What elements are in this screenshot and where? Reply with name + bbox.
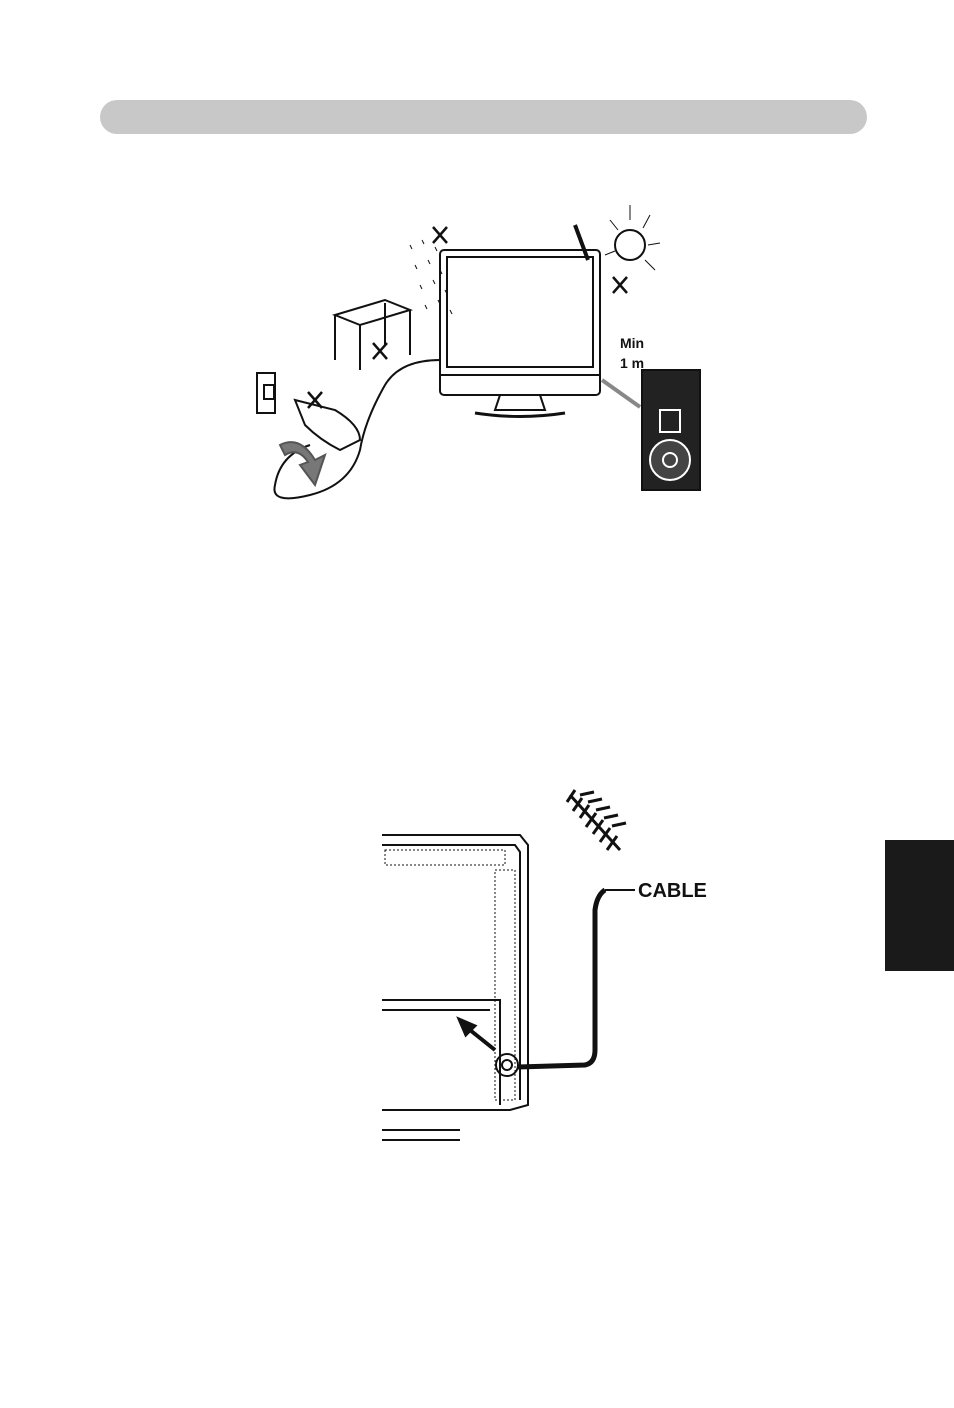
antenna-icon: [567, 790, 626, 850]
insert-arrow-icon: [460, 1020, 495, 1050]
hand: [295, 400, 360, 450]
antenna-connection-illustration: CABLE: [370, 780, 710, 1145]
safety-precautions-illustration: Min 1 m: [240, 185, 720, 530]
antenna-cable: [518, 890, 605, 1067]
unplug-arrow-icon: [280, 442, 325, 485]
distance-label-min: Min: [620, 335, 644, 351]
tv-rear-panel: [382, 835, 528, 1110]
chapter-side-tab: [885, 840, 954, 971]
sun-icon: [615, 230, 645, 260]
rain-drops-icon: [410, 240, 452, 314]
tv-screen: [447, 257, 593, 367]
distance-label-value: 1 m: [620, 355, 644, 371]
stool: [335, 300, 410, 370]
section-header-bar: [100, 100, 867, 134]
cable-label: CABLE: [638, 880, 707, 902]
tv-stand: [495, 395, 545, 410]
warning-x-icon: [308, 227, 627, 408]
wall-socket: [257, 373, 275, 413]
tv-frame: [440, 250, 600, 395]
distance-arrow-icon: [602, 380, 640, 407]
